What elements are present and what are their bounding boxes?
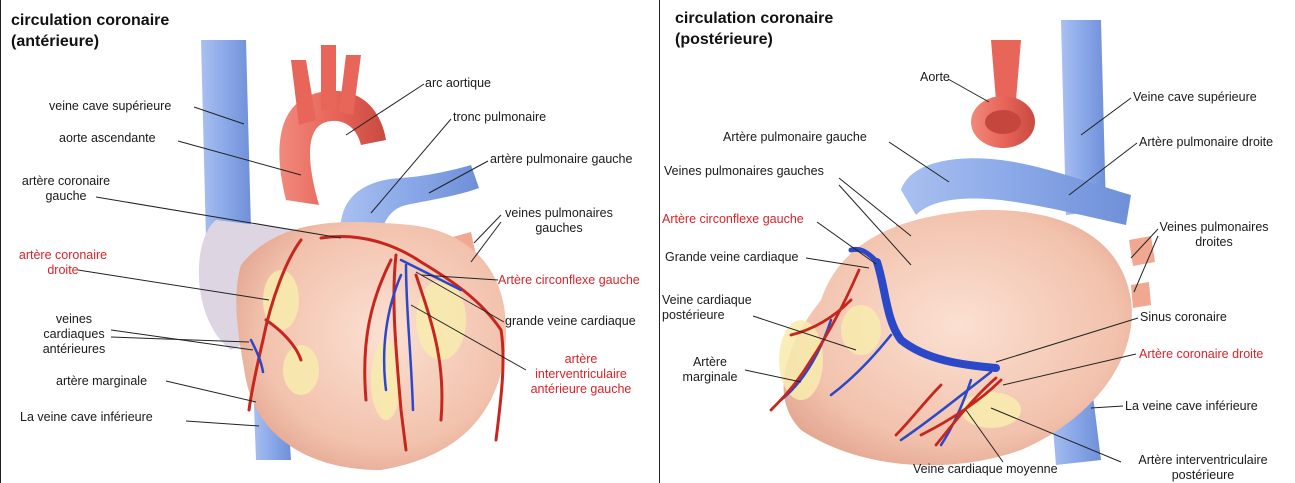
superior-vena-cava: [201, 40, 251, 240]
label-veine-cardiaque-moyenne: Veine cardiaque moyenne: [913, 462, 1058, 477]
label-artere-pulmonaire-droite: Artère pulmonaire droite: [1139, 135, 1273, 150]
posterior-title-line2: (postérieure): [675, 29, 833, 50]
posterior-panel: circulation coronaire (postérieure) Aort…: [661, 0, 1295, 483]
label-veines-pulmonaires-droites: Veines pulmonaires droites: [1149, 220, 1279, 250]
label-artere-coronaire-droite: artère coronaire droite: [13, 248, 113, 278]
label-artere-interventriculaire-posterieure: Artère interventriculaire postérieure: [1123, 453, 1283, 483]
posterior-title-line1: circulation coronaire: [675, 8, 833, 29]
label-veines-cardiaques-anterieures: veines cardiaques antérieures: [34, 312, 114, 357]
label-sinus-coronaire: Sinus coronaire: [1140, 310, 1227, 325]
label-grande-veine-cardiaque-post: Grande veine cardiaque: [665, 250, 798, 265]
label-artere-interventriculaire-anterieure-gauche: artère interventriculaire antérieure gau…: [516, 352, 646, 397]
anterior-panel: circulation coronaire (antérieure) arc a…: [0, 0, 660, 483]
label-tronc-pulmonaire: tronc pulmonaire: [453, 110, 546, 125]
label-arc-aortique: arc aortique: [425, 76, 491, 91]
label-veine-cardiaque-posterieure: Veine cardiaque postérieure: [662, 293, 752, 323]
anterior-title-line1: circulation coronaire: [11, 10, 169, 31]
label-aorte: Aorte: [920, 70, 950, 85]
label-veine-cave-superieure-post: Veine cave supérieure: [1133, 90, 1257, 105]
post-aorta: [991, 40, 1021, 100]
label-artere-marginale-post: Artère marginale: [675, 355, 745, 385]
label-artere-pulmonaire-gauche: artère pulmonaire gauche: [490, 152, 632, 167]
anterior-title-line2: (antérieure): [11, 31, 169, 52]
label-veine-cave-inferieure: La veine cave inférieure: [20, 410, 153, 425]
label-veines-pulmonaires-gauches: veines pulmonaires gauches: [499, 206, 619, 236]
label-aorte-ascendante: aorte ascendante: [59, 131, 156, 146]
label-artere-pulmonaire-gauche-post: Artère pulmonaire gauche: [723, 130, 867, 145]
label-veine-cave-superieure: veine cave supérieure: [49, 99, 171, 114]
label-grande-veine-cardiaque: grande veine cardiaque: [505, 314, 636, 329]
heart-ventricles: [236, 222, 506, 470]
label-artere-coronaire-gauche: artère coronaire gauche: [16, 174, 116, 204]
posterior-title: circulation coronaire (postérieure): [675, 8, 833, 50]
label-artere-circonflexe-gauche: Artère circonflexe gauche: [498, 273, 640, 288]
label-veines-pulmonaires-gauches-post: Veines pulmonaires gauches: [664, 164, 824, 179]
anterior-title: circulation coronaire (antérieure): [11, 10, 169, 52]
label-artere-marginale: artère marginale: [56, 374, 147, 389]
label-artere-coronaire-droite-post: Artère coronaire droite: [1139, 347, 1263, 362]
label-veine-cave-inferieure-post: La veine cave inférieure: [1125, 399, 1258, 414]
label-artere-circonflexe-gauche-post: Artère circonflexe gauche: [662, 212, 804, 227]
